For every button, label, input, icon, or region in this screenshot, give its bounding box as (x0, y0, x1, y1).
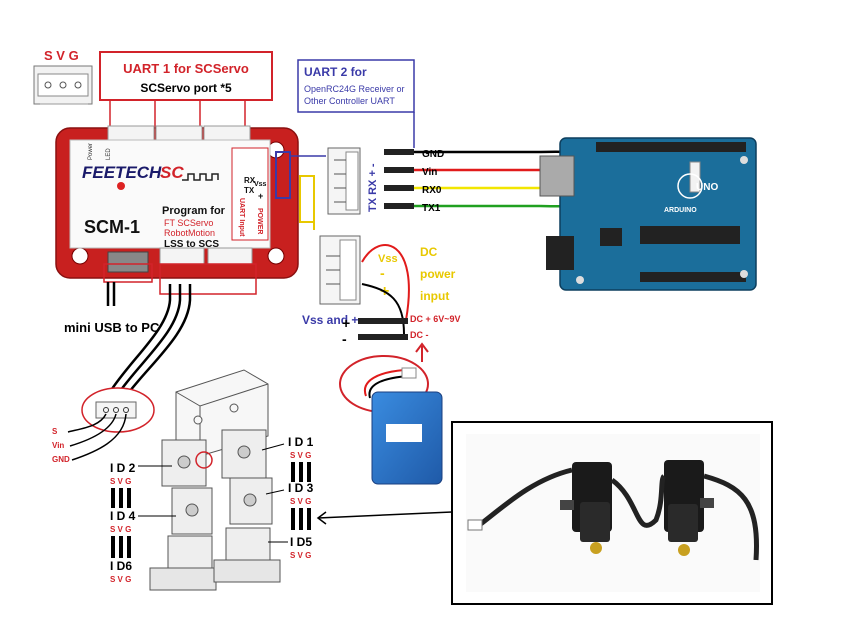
board-rx: RX (244, 176, 256, 185)
arduino-logo-icon (677, 173, 703, 199)
servo-connector-icon (67, 401, 137, 461)
battery-pack-icon (363, 367, 443, 485)
servo-pin-vin: Vin (52, 441, 64, 450)
arduino-board (539, 137, 757, 291)
dc-plus-pin-icon (358, 318, 408, 324)
id4-svg: S V G (110, 525, 131, 534)
board-line3: LSS to SCS (164, 239, 219, 250)
board-tx: TX (244, 186, 255, 195)
header-connector-icon (33, 65, 93, 105)
servo-port-circle (195, 451, 213, 469)
dc-title-input: input (420, 289, 449, 303)
dc-minus-label: - (380, 265, 385, 281)
mini-usb-label: mini USB to PC (64, 320, 160, 335)
uart2-conn-label: TX RX + - (367, 163, 379, 212)
dc-red-wire (361, 244, 410, 321)
arduino-brand-label: ARDUINO (664, 207, 697, 214)
uart1-box (99, 51, 273, 101)
uart1-title: UART 1 for SCServo (123, 61, 249, 76)
id6-svg: S V G (110, 575, 131, 584)
arduino-uno-label: UNO (696, 182, 718, 193)
board-power-label: Power (88, 143, 94, 160)
id5-svg: S V G (290, 551, 311, 560)
id5-label: I D5 (290, 535, 312, 549)
uart1-leader-lines (109, 100, 246, 129)
dc-title-power: power (420, 267, 456, 281)
dc-plus-voltage: DC + 6V~9V (410, 314, 461, 324)
dc-minus-text: DC - (410, 330, 429, 340)
usb-cable (106, 282, 116, 306)
board-vss: Vss (254, 181, 267, 188)
servo-port-highlight (159, 263, 257, 295)
board-line2: RobotMotion (164, 228, 215, 238)
board-brand: FEETECH (82, 163, 162, 182)
servo-pin-gnd: GND (52, 455, 70, 464)
dc-black-wire (361, 283, 405, 335)
svg-text:SC: SC (160, 163, 184, 182)
dc-power-connector-icon (319, 235, 361, 305)
uart2-connector-icon (327, 147, 361, 215)
photo-pointer-line (317, 511, 453, 519)
uart2-line1: OpenRC24G Receiver or (304, 84, 405, 94)
uart2-title: UART 2 for (304, 65, 367, 79)
board-model: SCM-1 (84, 217, 140, 237)
id1-label: I D 1 (288, 435, 314, 449)
power-led-icon (117, 182, 125, 190)
uart2-line2: Other Controller UART (304, 96, 395, 106)
id-pin-bars (111, 462, 311, 558)
power-port-outline (299, 175, 315, 223)
id-leader-lines (138, 443, 288, 543)
uart2-box (297, 59, 415, 113)
id3-svg: S V G (290, 497, 311, 506)
uart-port-outline (275, 151, 291, 199)
board-plus: + (258, 191, 263, 201)
uart1-subtitle: SCServo port *5 (140, 81, 232, 95)
dc-minus-pin-icon (358, 334, 408, 340)
pin-gnd-label: GND (422, 149, 444, 160)
board-program-for: Program for (162, 205, 226, 217)
dc-pin-plus-sign: + (342, 315, 350, 331)
dc-title-dc: DC (420, 245, 438, 259)
servo-bus-cable (108, 284, 192, 397)
id2-svg: S V G (110, 477, 131, 486)
vss-and-plus-label: Vss and + (302, 313, 358, 327)
svg-header-label: S V G (44, 48, 79, 63)
dc-pin-minus-sign: - (342, 331, 347, 347)
id6-label: I D6 (110, 559, 132, 573)
board-logo-icon: SC (160, 163, 219, 182)
pin-vin-label: Vin (422, 167, 437, 178)
servo-photo (466, 434, 760, 592)
id3-label: I D 3 (288, 481, 314, 495)
servo-pin-s: S (52, 427, 58, 436)
board-line1: FT SCServo (164, 218, 213, 228)
id4-label: I D 4 (110, 509, 136, 523)
pin-rx0-label: RX0 (422, 185, 442, 196)
board-io-block (231, 147, 269, 241)
pin-tx1-label: TX1 (422, 203, 441, 214)
dc-vss-label: Vss (378, 253, 398, 265)
id1-svg: S V G (290, 451, 311, 460)
biped-robot-drawing (149, 369, 281, 591)
usb-port-highlight (103, 263, 153, 283)
id2-label: I D 2 (110, 461, 136, 475)
board-led-label: LED (106, 148, 112, 160)
board-power-text: POWER (256, 208, 263, 234)
board-uart-input: UART Input (238, 198, 245, 237)
